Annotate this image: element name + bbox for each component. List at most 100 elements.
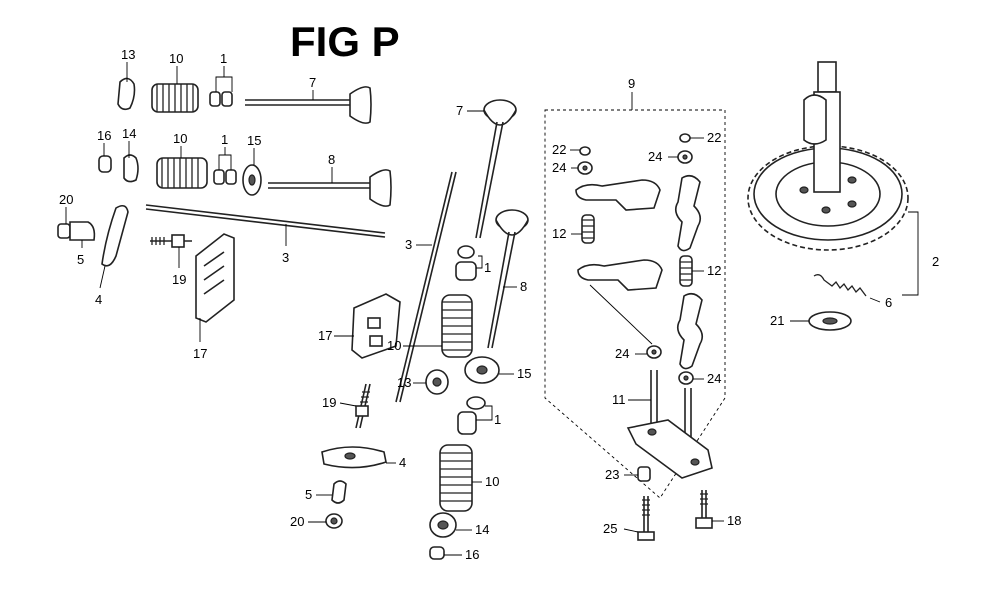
- valve-keepers-1-middle: [213, 169, 237, 185]
- valve-keepers-1-top: [209, 91, 233, 107]
- rocker-pivot-5-left: [69, 221, 96, 241]
- governor-spring-12-left: [581, 214, 595, 244]
- valve-spring-10-top: [151, 83, 199, 113]
- governor-spring-12-right: [679, 255, 693, 287]
- washer-22-top-right: [679, 133, 691, 143]
- label-10-middle: 10: [173, 131, 187, 146]
- label-19-center: 19: [322, 395, 336, 410]
- rocker-nut-20-center: [325, 513, 343, 529]
- bracket-2-6: [902, 211, 919, 296]
- label-16-top: 16: [97, 128, 111, 143]
- valve-spring-10-middle: [156, 157, 208, 189]
- valve-8-vertical: [487, 209, 529, 349]
- part-labels: 13 10 1 7 16 14 10 1 15 8 20 5 4 3 19 17…: [59, 47, 939, 562]
- label-20-center: 20: [290, 514, 304, 529]
- washer-21: [808, 311, 852, 331]
- rocker-pivot-5-center: [331, 480, 347, 504]
- leader-lines: [65, 62, 809, 556]
- label-3-vertical: 3: [405, 237, 412, 252]
- label-12-left: 12: [552, 226, 566, 241]
- label-10-top: 10: [169, 51, 183, 66]
- label-15-top: 15: [247, 133, 261, 148]
- label-17-center: 17: [318, 328, 332, 343]
- label-23: 23: [605, 467, 619, 482]
- valve-rotator-13-top: [117, 77, 136, 111]
- washer-24-top-right: [677, 150, 693, 164]
- rocker-nut-20-left: [57, 223, 71, 239]
- label-25: 25: [603, 521, 617, 536]
- pushrod-3-vertical: [395, 171, 457, 403]
- label-14-top: 14: [122, 126, 136, 141]
- label-1-middle: 1: [221, 132, 228, 147]
- label-11: 11: [612, 392, 626, 407]
- label-24-top-left: 24: [552, 160, 566, 175]
- pushrod-3-horizontal: [145, 204, 386, 238]
- valve-retainer-15-center: [464, 356, 500, 384]
- governor-arm-lower-left: [577, 259, 663, 345]
- valve-8-horizontal: [268, 169, 392, 207]
- governor-assembly-frame-9: [544, 92, 726, 499]
- rocker-arm-4-left: [101, 204, 129, 267]
- valve-rotator-13-center: [425, 369, 449, 395]
- label-9: 9: [628, 76, 635, 91]
- valve-retainer-15-top: [242, 164, 262, 196]
- valve-7-vertical: [475, 99, 517, 239]
- valve-7-horizontal: [245, 86, 372, 124]
- governor-holder-11: [626, 370, 713, 479]
- rocker-arm-4-center: [321, 446, 387, 469]
- washer-24-lower-right: [678, 371, 694, 385]
- guide-plate-17-left: [195, 233, 235, 323]
- governor-arm-upper-right: [674, 174, 702, 252]
- bolt-18: [695, 490, 713, 529]
- label-1-top: 1: [220, 51, 227, 66]
- label-13-top: 13: [121, 47, 135, 62]
- label-24-top-right: 24: [648, 149, 662, 164]
- label-15-center: 15: [517, 366, 531, 381]
- label-4-left: 4: [95, 292, 102, 307]
- label-10-lower-center: 10: [485, 474, 499, 489]
- label-12-right: 12: [707, 263, 721, 278]
- label-16-lower: 16: [465, 547, 479, 562]
- valve-keepers-1-lower-center: [457, 396, 486, 435]
- decompressor-spring-6: [813, 274, 867, 297]
- label-13-center: 13: [397, 375, 411, 390]
- label-10-upper-center: 10: [387, 338, 401, 353]
- valve-rotator-14-lower: [429, 512, 457, 538]
- governor-arm-lower-right: [676, 292, 704, 370]
- rocker-stud-19-left: [150, 234, 192, 248]
- label-14-lower: 14: [475, 522, 489, 537]
- figure-title: FIG P: [290, 18, 400, 65]
- label-7-top: 7: [309, 75, 316, 90]
- camshaft-2: [747, 61, 909, 251]
- label-24-lower-right: 24: [707, 371, 721, 386]
- valve-seal-16-lower: [429, 546, 445, 560]
- label-20-left: 20: [59, 192, 73, 207]
- rocker-stud-19-center: [355, 383, 371, 429]
- bolt-25: [637, 496, 655, 541]
- label-5-left: 5: [77, 252, 84, 267]
- label-1-upper-center: 1: [484, 260, 491, 275]
- label-8-top: 8: [328, 152, 335, 167]
- label-7-vertical: 7: [456, 103, 463, 118]
- label-2: 2: [932, 254, 939, 269]
- label-5-center: 5: [305, 487, 312, 502]
- valve-keepers-1-upper-center: [455, 245, 477, 281]
- washer-22-top-left: [579, 146, 591, 156]
- valve-seal-16-top: [98, 155, 112, 173]
- washer-24-lower-left: [646, 345, 662, 359]
- label-22-left: 22: [552, 142, 566, 157]
- label-22-right: 22: [707, 130, 721, 145]
- label-21: 21: [770, 313, 784, 328]
- label-1-lower-center: 1: [494, 412, 501, 427]
- valve-spring-10-lower-center: [439, 444, 473, 512]
- label-18: 18: [727, 513, 741, 528]
- leader-6: [869, 297, 881, 303]
- label-24-lower-left: 24: [615, 346, 629, 361]
- guide-plate-17-center: [351, 293, 401, 359]
- label-19-left: 19: [172, 272, 186, 287]
- label-3-horizontal: 3: [282, 250, 289, 265]
- label-17-left: 17: [193, 346, 207, 361]
- label-8-vertical: 8: [520, 279, 527, 294]
- valve-rotator-14-top: [123, 154, 139, 183]
